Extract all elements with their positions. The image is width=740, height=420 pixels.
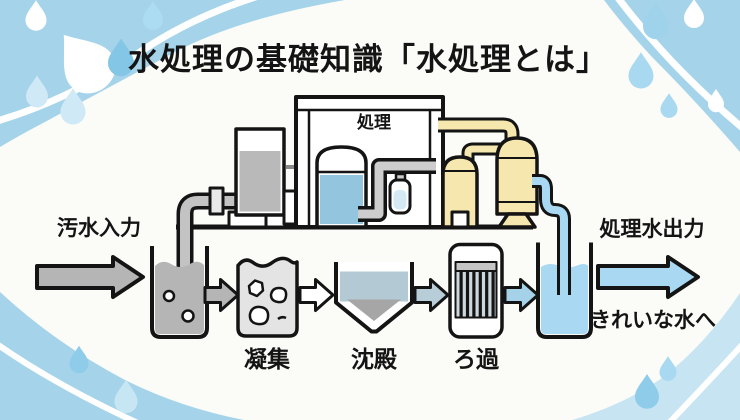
corner-decoration-bottom-left [0,292,245,420]
stage-label-coagulation: 凝集 [244,346,291,372]
page-title: 水処理の基礎知識「水処理とは」 [128,42,608,77]
sedimentation-tank [334,262,414,334]
flow-arrow-1 [203,278,240,312]
flow-arrow-4 [503,278,540,312]
stage-label-filtration: ろ過 [453,346,500,372]
storage-tank [234,127,286,217]
bubble-icon [162,289,176,303]
floc-particle [269,286,288,304]
floc-particle [247,279,265,298]
process-chain [35,174,700,339]
plant-label: 処理 [356,113,391,132]
filtration-unit [448,242,504,339]
yellow-vessel-small [441,155,479,229]
output-arrow [596,255,700,299]
water-drop-icon [660,93,678,118]
internal-pipe [358,158,436,222]
sewage-tank [150,246,209,339]
flow-arrow-3 [413,278,450,312]
outlet-pipe [532,174,571,295]
floc-particle [248,305,270,326]
corner-decoration-top-right [604,0,740,152]
inlet-pipe [176,186,252,272]
flow-arrow-2 [298,278,335,312]
corner-decoration-top-left [0,0,345,147]
input-label: 汚水入力 [57,217,141,240]
clean-water-tank [532,174,593,339]
treatment-plant-illustration [176,95,539,272]
corner-decoration-bottom-right [571,293,740,420]
output-note: きれいな水へ [590,309,716,332]
output-label: 処理水出力 [600,218,705,241]
yellow-pipe-top [438,117,520,147]
yellow-vessel-large [495,136,539,229]
yellow-pipe-link [461,142,500,166]
filter-bars [459,271,495,318]
process-tank [315,145,368,229]
input-arrow [35,255,145,299]
water-drop-icon [635,374,659,409]
bubble-icon [181,309,195,323]
water-drop-icon [628,52,654,89]
coagulation-tank [236,256,299,338]
water-drop-icon [659,356,677,381]
stage-label-sedimentation: 沈殿 [351,346,398,372]
